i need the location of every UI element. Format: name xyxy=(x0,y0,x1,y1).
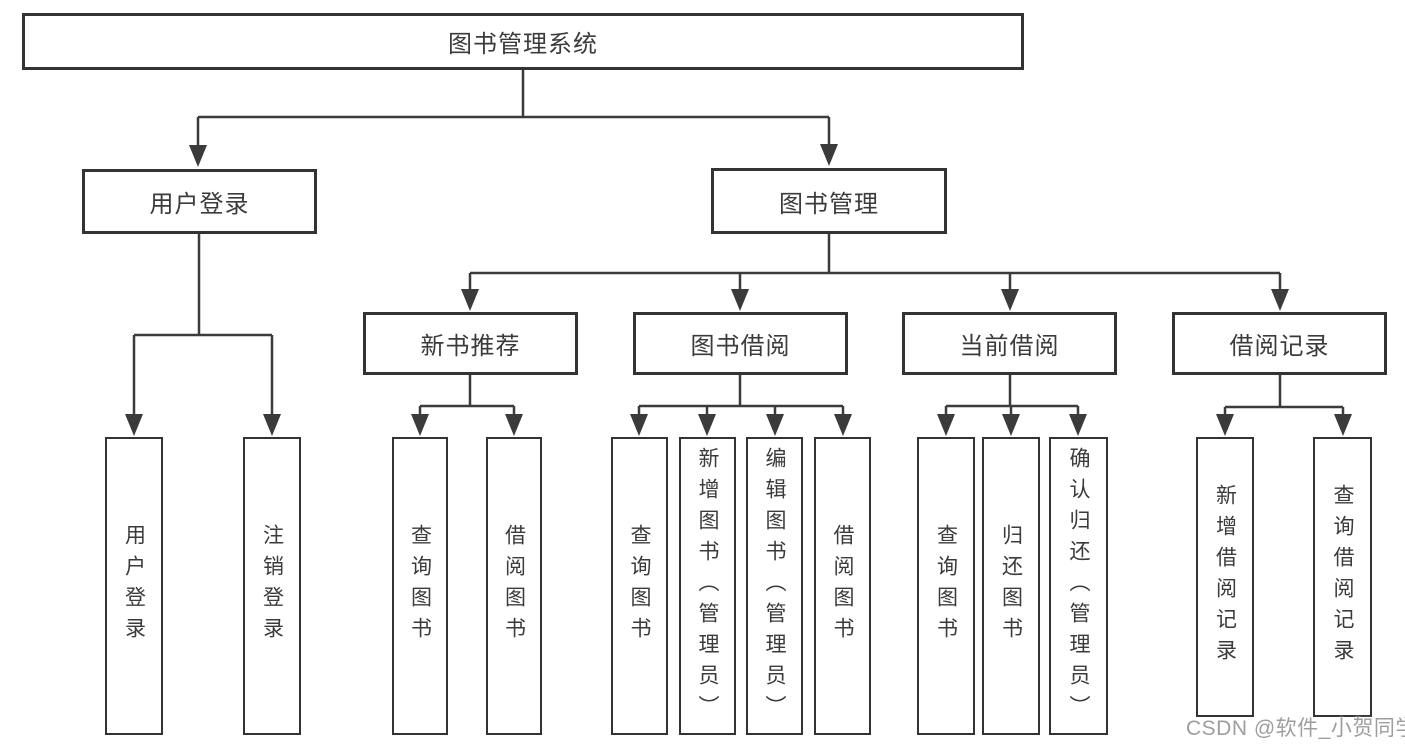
connector-currentborrow-to-leaves xyxy=(937,375,1087,436)
leaf-records-query: 查询借阅记录 xyxy=(1313,437,1372,717)
leaf-currentborrow-confirm-admin: 确认归还（管理员） xyxy=(1049,437,1108,735)
node-book-management: 图书管理 xyxy=(711,168,947,234)
node-book-borrow: 图书借阅 xyxy=(633,312,848,375)
node-current-borrow: 当前借阅 xyxy=(902,312,1117,375)
connector-bookborrow-to-leaves xyxy=(630,375,852,436)
leaf-bookborrow-edit-admin: 编辑图书（管理员） xyxy=(746,437,803,735)
leaf-logout: 注销登录 xyxy=(243,437,301,735)
node-root-title: 图书管理系统 xyxy=(22,13,1024,70)
node-new-book-recommend: 新书推荐 xyxy=(363,312,578,375)
leaf-bookborrow-add-admin: 新增图书（管理员） xyxy=(679,437,736,735)
csdn-watermark: CSDN @软件_小贺同学 xyxy=(1186,717,1405,740)
leaf-newbooks-query: 查询图书 xyxy=(392,437,448,735)
leaf-bookborrow-query: 查询图书 xyxy=(611,437,668,735)
connector-newbooks-to-leaves xyxy=(411,375,523,436)
leaf-bookborrow-borrow: 借阅图书 xyxy=(814,437,871,735)
connector-root-to-level2 xyxy=(189,69,838,167)
connector-records-to-leaves xyxy=(1216,375,1352,436)
leaf-currentborrow-query: 查询图书 xyxy=(917,437,975,735)
leaf-newbooks-borrow: 借阅图书 xyxy=(486,437,542,735)
leaf-currentborrow-return: 归还图书 xyxy=(982,437,1040,735)
node-borrow-records: 借阅记录 xyxy=(1172,312,1387,375)
connector-bookmgmt-to-level3 xyxy=(461,234,1289,311)
leaf-records-add: 新增借阅记录 xyxy=(1196,437,1254,717)
connector-userlogin-to-leaves xyxy=(125,234,281,436)
node-user-login: 用户登录 xyxy=(82,169,317,234)
leaf-user-login: 用户登录 xyxy=(105,437,163,735)
